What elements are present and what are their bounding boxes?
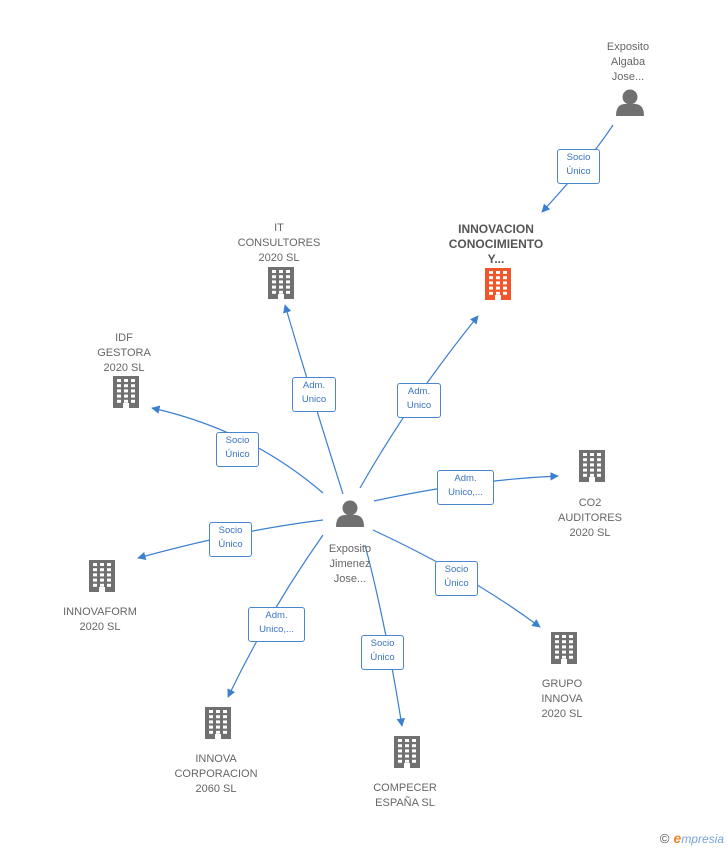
edge-label-compecer[interactable]: Socio Único — [361, 635, 404, 670]
node-label-innovaform[interactable]: INNOVAFORM 2020 SL — [63, 606, 137, 633]
node-label-idf_gestora[interactable]: IDF GESTORA 2020 SL — [97, 332, 151, 374]
edge-label-co2_auditores[interactable]: Adm. Unico,... — [437, 470, 494, 505]
edge-label-innovaform[interactable]: Socio Único — [209, 522, 252, 557]
person-icon-person_top[interactable] — [616, 89, 644, 117]
building-icon-innovacion[interactable] — [485, 268, 511, 300]
node-label-it_consultores[interactable]: IT CONSULTORES 2020 SL — [237, 222, 321, 264]
node-label-co2_auditores[interactable]: CO2 AUDITORES 2020 SL — [558, 497, 622, 539]
footer-brand[interactable]: ©empresia — [660, 830, 724, 846]
node-label-compecer[interactable]: COMPECER ESPAÑA SL — [373, 782, 437, 809]
building-icon-it_consultores[interactable] — [268, 267, 294, 299]
building-icon-compecer[interactable] — [394, 736, 420, 768]
building-icon-innovaform[interactable] — [89, 560, 115, 592]
edge-label-innovacion[interactable]: Adm. Unico — [397, 383, 441, 418]
edge-label-innovacion[interactable]: Socio Único — [557, 149, 600, 184]
edge-label-grupo_innova[interactable]: Socio Único — [435, 561, 478, 596]
brand-logo-text: mpresia — [681, 832, 724, 846]
building-icon-idf_gestora[interactable] — [113, 376, 139, 408]
node-label-person_center[interactable]: Exposito Jimenez Jose... — [328, 543, 372, 585]
edge-label-innova_corporacion[interactable]: Adm. Unico,... — [248, 607, 305, 642]
edge-label-it_consultores[interactable]: Adm. Unico — [292, 377, 336, 412]
person-icon-person_center[interactable] — [336, 500, 364, 528]
edge-person_center-to-compecer — [364, 544, 405, 727]
building-icon-grupo_innova[interactable] — [551, 632, 577, 664]
building-icon-co2_auditores[interactable] — [579, 450, 605, 482]
brand-logo-initial: e — [673, 830, 682, 846]
node-label-person_top[interactable]: Exposito Algaba Jose... — [606, 41, 650, 83]
copyright-symbol: © — [659, 831, 670, 846]
nodes-layer — [89, 89, 644, 768]
building-icon-innova_corporacion[interactable] — [205, 707, 231, 739]
edge-label-idf_gestora[interactable]: Socio Único — [216, 432, 259, 467]
node-label-innovacion[interactable]: INNOVACION CONOCIMIENTO Y... — [448, 222, 544, 266]
node-label-grupo_innova[interactable]: GRUPO INNOVA 2020 SL — [541, 678, 583, 720]
node-label-innova_corporacion[interactable]: INNOVA CORPORACION 2060 SL — [174, 753, 258, 795]
